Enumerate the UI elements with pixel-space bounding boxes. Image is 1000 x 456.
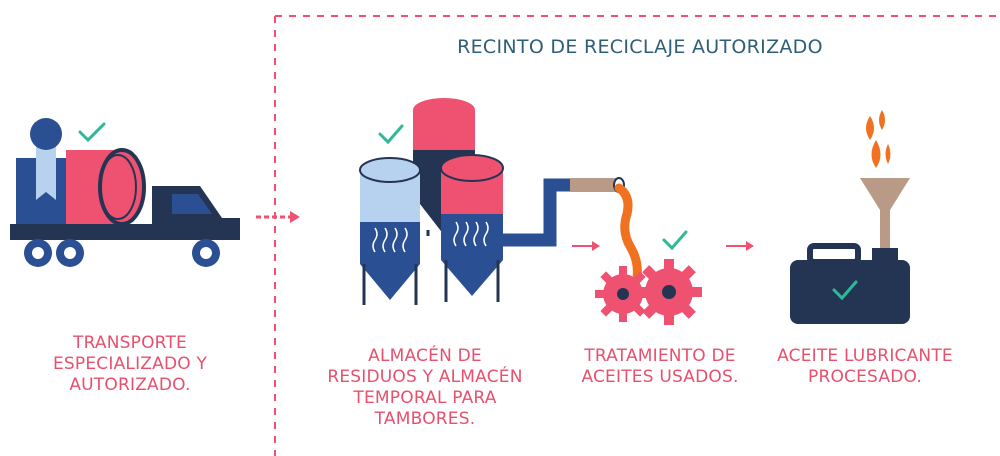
gears-icon <box>595 183 702 325</box>
truck-check-icon <box>78 122 106 143</box>
step-label-transport: TRANSPORTE ESPECIALIZADO Y AUTORIZADO. <box>52 333 208 395</box>
truck-icon <box>10 118 240 267</box>
step-label-treatment: TRATAMIENTO DE ACEITES USADOS. <box>581 346 739 387</box>
zone-title: RECINTO DE RECICLAJE AUTORIZADO <box>457 36 823 58</box>
storage-check-icon <box>378 124 404 145</box>
step-label-processed-oil: ACEITE LUBRICANTE PROCESADO. <box>777 346 953 387</box>
arrow-icon <box>256 211 300 223</box>
treatment-check-icon <box>662 230 688 251</box>
oil-can-icon <box>790 110 910 324</box>
step-label-storage: ALMACÉN DE RESIDUOS Y ALMACÉN TEMPORAL P… <box>327 346 523 429</box>
authorized-zone-boundary <box>274 15 1000 456</box>
silos-icon <box>359 98 625 305</box>
arrow-icon <box>572 241 600 251</box>
oil-check-icon <box>832 280 858 301</box>
arrow-icon <box>726 241 754 251</box>
